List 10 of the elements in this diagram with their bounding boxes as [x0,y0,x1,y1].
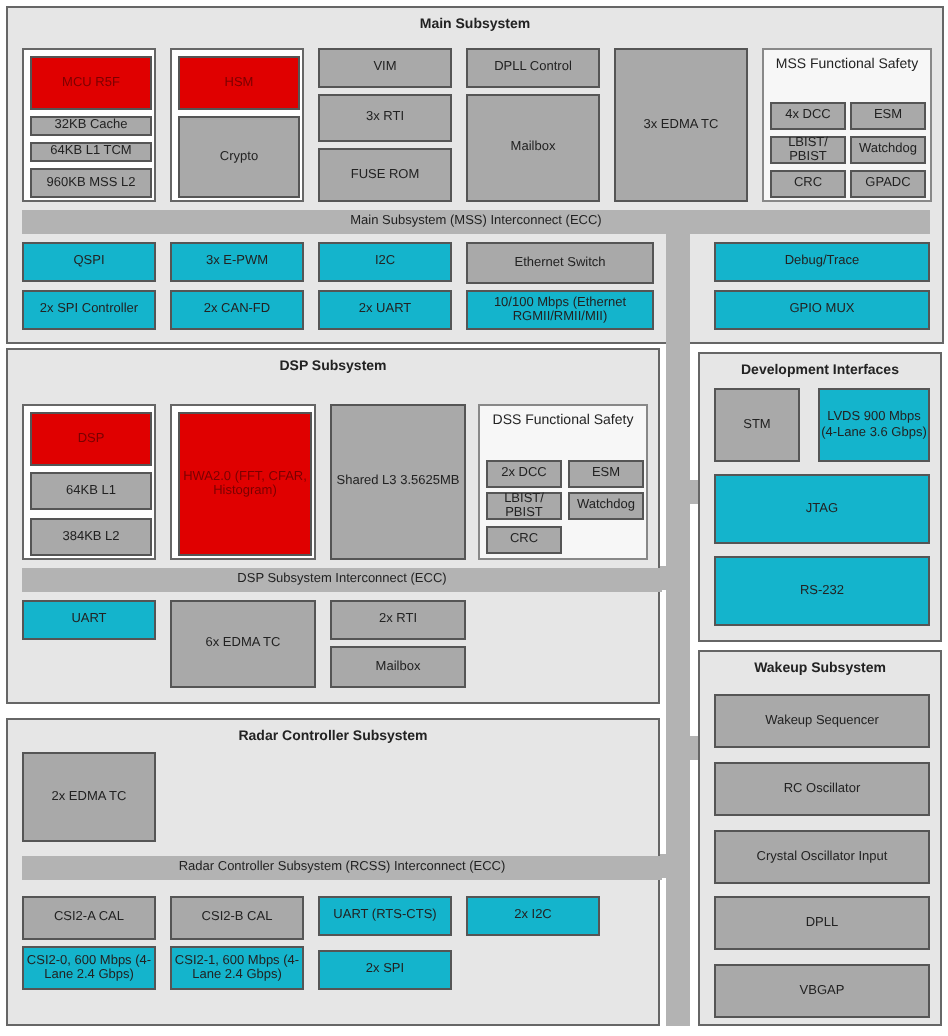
core-group-frame [22,404,156,560]
subsystem-panel [698,650,942,1026]
subsystem-panel [6,6,944,344]
core-group-frame [170,48,304,202]
functional-safety-panel [478,404,648,560]
functional-safety-panel [762,48,932,202]
subsystem-panel [6,348,660,704]
core-group-frame [22,48,156,202]
subsystem-panel [6,718,660,1026]
subsystem-panel [698,352,942,642]
